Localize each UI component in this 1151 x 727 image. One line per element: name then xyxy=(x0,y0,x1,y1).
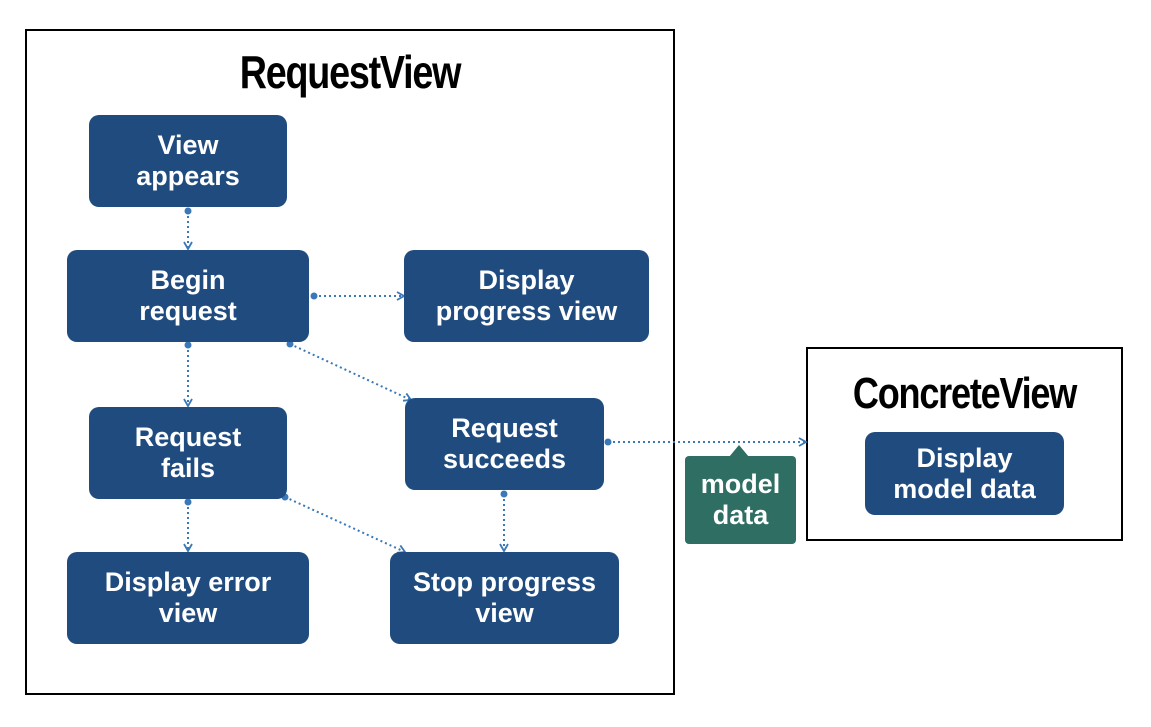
model-data-tag: model data xyxy=(685,456,796,544)
node-request-fails: Request fails xyxy=(89,407,287,499)
node-request-succeeds: Request succeeds xyxy=(405,398,604,490)
node-display-model-data: Display model data xyxy=(865,432,1064,515)
request-view-title: RequestView xyxy=(239,46,462,98)
node-view-appears: View appears xyxy=(89,115,287,207)
node-display-error-view: Display error view xyxy=(67,552,309,644)
node-display-progress-view: Display progress view xyxy=(404,250,649,342)
node-begin-request: Begin request xyxy=(67,250,309,342)
node-stop-progress-view: Stop progress view xyxy=(390,552,619,644)
concrete-view-title: ConcreteView xyxy=(852,369,1077,418)
